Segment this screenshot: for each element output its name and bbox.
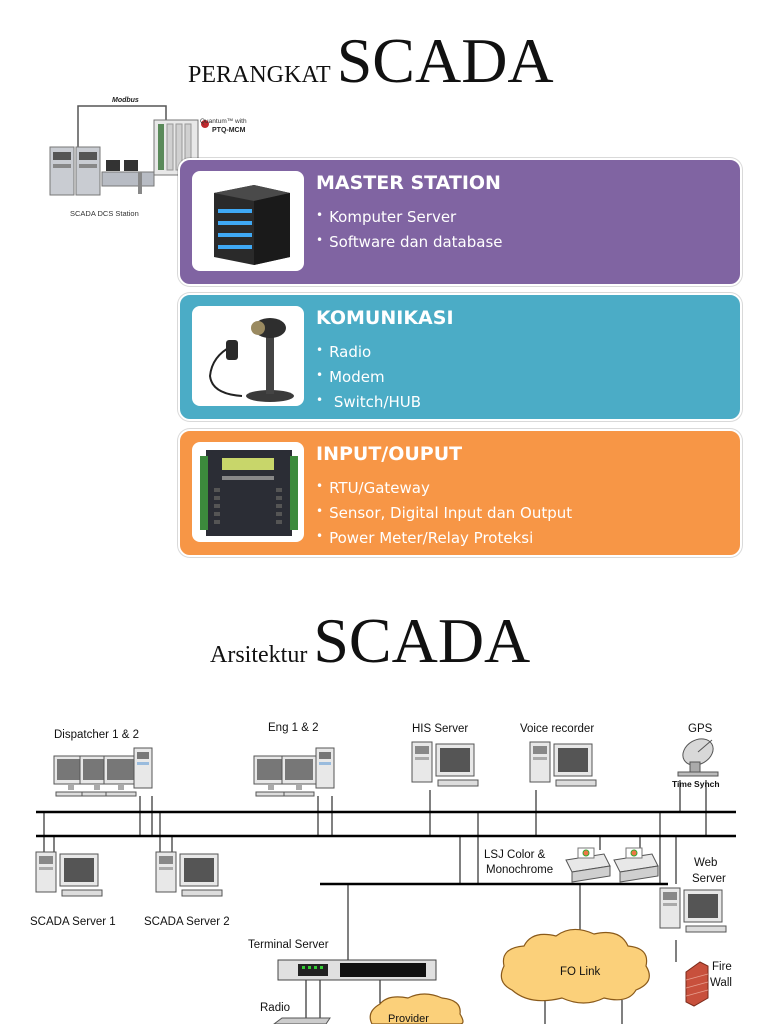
fo-link-cloud [500,928,650,1004]
label-wall: Wall [710,977,732,989]
eng-workstation-icon [253,747,335,797]
scada-server-2-icon [155,851,223,897]
list-item: Radio [316,339,421,364]
ptq-label: PTQ-MCM [212,127,246,134]
server-icon [192,171,304,271]
list-item: Software dan database [316,229,502,254]
radio-icon [273,1017,331,1024]
list-item: Sensor, Digital Input dan Output [316,500,572,525]
list-item: Komputer Server [316,204,503,229]
dispatcher-workstation-icon [53,747,153,797]
mono-printer-icon [613,847,659,883]
modbus-label: Modbus [112,97,139,104]
scada-server-1-icon [35,851,103,897]
label-web-line2: Server [692,873,726,885]
label-terminal-server: Terminal Server [248,939,329,951]
list-item: RTU/Gateway [316,475,572,500]
quantum-label: Quantum™ with [200,118,247,125]
label-his-server: HIS Server [412,723,468,735]
section-title-perangkat: PERANGKATSCADA [188,24,554,98]
modbus-diagram: Modbus SCADA DCS Station Quantum™ with P… [49,97,247,217]
label-time-synch: Time Synch [672,779,720,789]
color-printer-icon [565,847,611,883]
card-title: MASTER STATION [316,172,501,194]
architecture-diagram: Dispatcher 1 & 2 Eng 1 & 2 HIS Server Vo… [30,722,736,1024]
card-list: Komputer Server Software dan database [316,204,503,254]
card-master-station: MASTER STATION Komputer Server Software … [178,158,742,286]
telephone-icon [192,306,304,406]
list-item: Power Meter/Relay Proteksi [316,525,572,550]
label-lsj-line1: LSJ Color & [484,849,546,861]
card-title: KOMUNIKASI [316,307,454,329]
gps-dish-icon [677,738,719,777]
dcs-station-label: SCADA DCS Station [70,209,139,217]
label-fo-link: FO Link [560,966,601,978]
label-provider: Provider [388,1013,429,1024]
list-item: Switch/HUB [316,389,421,414]
label-web-line1: Web [694,857,717,869]
card-input-output: INPUT/OUPUT RTU/Gateway Sensor, Digital … [178,429,742,557]
terminal-server-icon [277,959,437,981]
voice-recorder-icon [529,741,597,787]
list-item: Modem [316,364,421,389]
label-scada-server-2: SCADA Server 2 [144,916,230,928]
label-fire: Fire [712,961,732,973]
firewall-icon [685,961,709,1007]
title-prefix: PERANGKAT [188,62,331,88]
rtu-device-icon [192,442,304,542]
label-gps: GPS [688,723,713,735]
label-radio: Radio [260,1002,290,1014]
label-scada-server-1: SCADA Server 1 [30,916,116,928]
title-main: SCADA [313,605,531,676]
label-dispatcher: Dispatcher 1 & 2 [54,729,139,741]
card-list: RTU/Gateway Sensor, Digital Input dan Ou… [316,475,572,550]
label-voice-recorder: Voice recorder [520,723,594,735]
his-server-icon [411,741,479,787]
card-list: Radio Modem Switch/HUB [316,339,421,414]
web-server-icon [659,887,727,933]
title-prefix: Arsitektur [210,642,308,668]
label-eng: Eng 1 & 2 [268,722,319,734]
section-title-arsitektur: ArsitekturSCADA [210,604,530,678]
card-komunikasi: KOMUNIKASI Radio Modem Switch/HUB [178,293,742,421]
label-lsj-line2: Monochrome [486,864,553,876]
title-main: SCADA [336,25,554,96]
provider-cloud [369,993,464,1024]
card-title: INPUT/OUPUT [316,443,463,465]
